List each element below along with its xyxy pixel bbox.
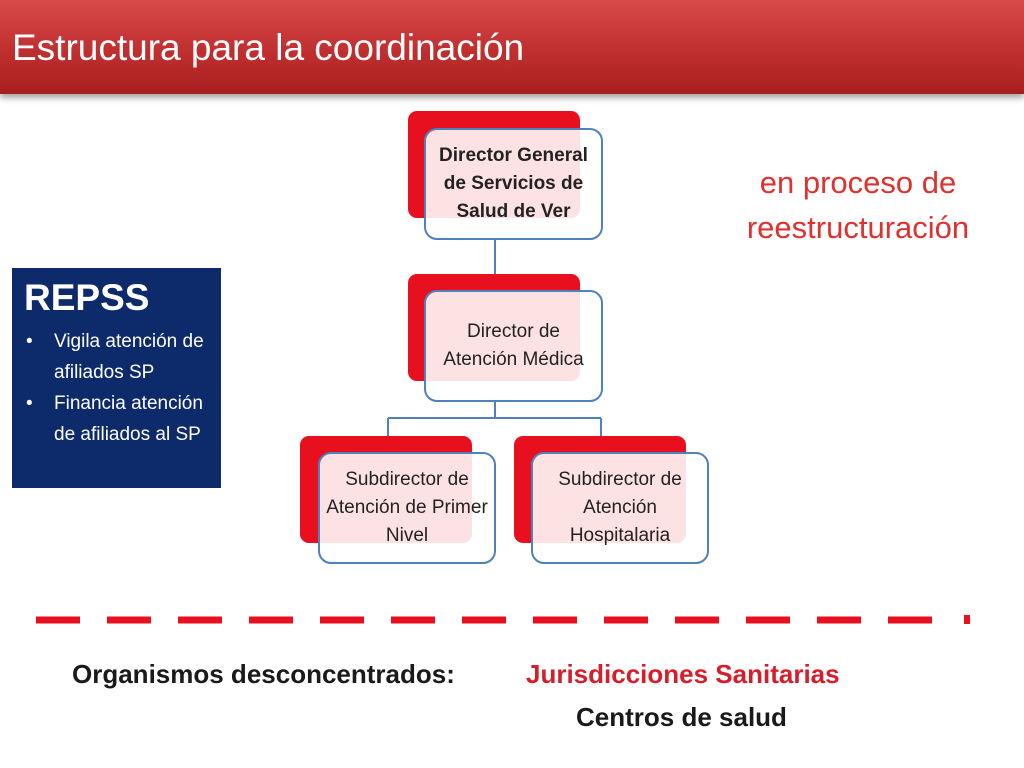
footer-jurisdicciones: Jurisdicciones Sanitarias: [526, 659, 840, 689]
repss-list: • Vigila atención de afiliados SP • Fina…: [24, 326, 213, 450]
node-subdirector-primer-nivel-label: Subdirector de Atención de Primer Nivel: [326, 469, 488, 546]
repss-box: REPSS • Vigila atención de afiliados SP …: [12, 268, 221, 488]
node-subdirector-hospitalaria-label: Subdirector de Atención Hospitalaria: [558, 469, 682, 546]
node-director-atencion: Director de Atención Médica: [424, 290, 603, 402]
repss-title: REPSS: [24, 277, 150, 318]
node-director-general-label: Director General de Servicios de Salud d…: [439, 145, 588, 222]
repss-item: • Vigila atención de afiliados SP: [24, 326, 213, 388]
separator-dot: [964, 615, 970, 624]
node-subdirector-primer-nivel: Subdirector de Atención de Primer Nivel: [318, 452, 496, 564]
bullet-icon: •: [26, 393, 33, 414]
footer-label: Organismos desconcentrados:: [72, 659, 455, 689]
footer-centros: Centros de salud: [576, 702, 787, 732]
page-title: Estructura para la coordinación: [12, 27, 525, 68]
repss-item-text: Vigila atención de afiliados SP: [54, 331, 204, 383]
node-director-atencion-label: Director de Atención Médica: [443, 321, 584, 370]
restructuring-note: en proceso de reestructuración: [746, 165, 970, 245]
node-subdirector-hospitalaria: Subdirector de Atención Hospitalaria: [531, 452, 709, 564]
title-bar: Estructura para la coordinación: [0, 0, 1024, 94]
repss-item: • Financia atención de afiliados al SP: [24, 388, 213, 450]
repss-item-text: Financia atención de afiliados al SP: [54, 393, 203, 445]
node-director-general: Director General de Servicios de Salud d…: [424, 128, 603, 240]
bullet-icon: •: [26, 331, 33, 352]
